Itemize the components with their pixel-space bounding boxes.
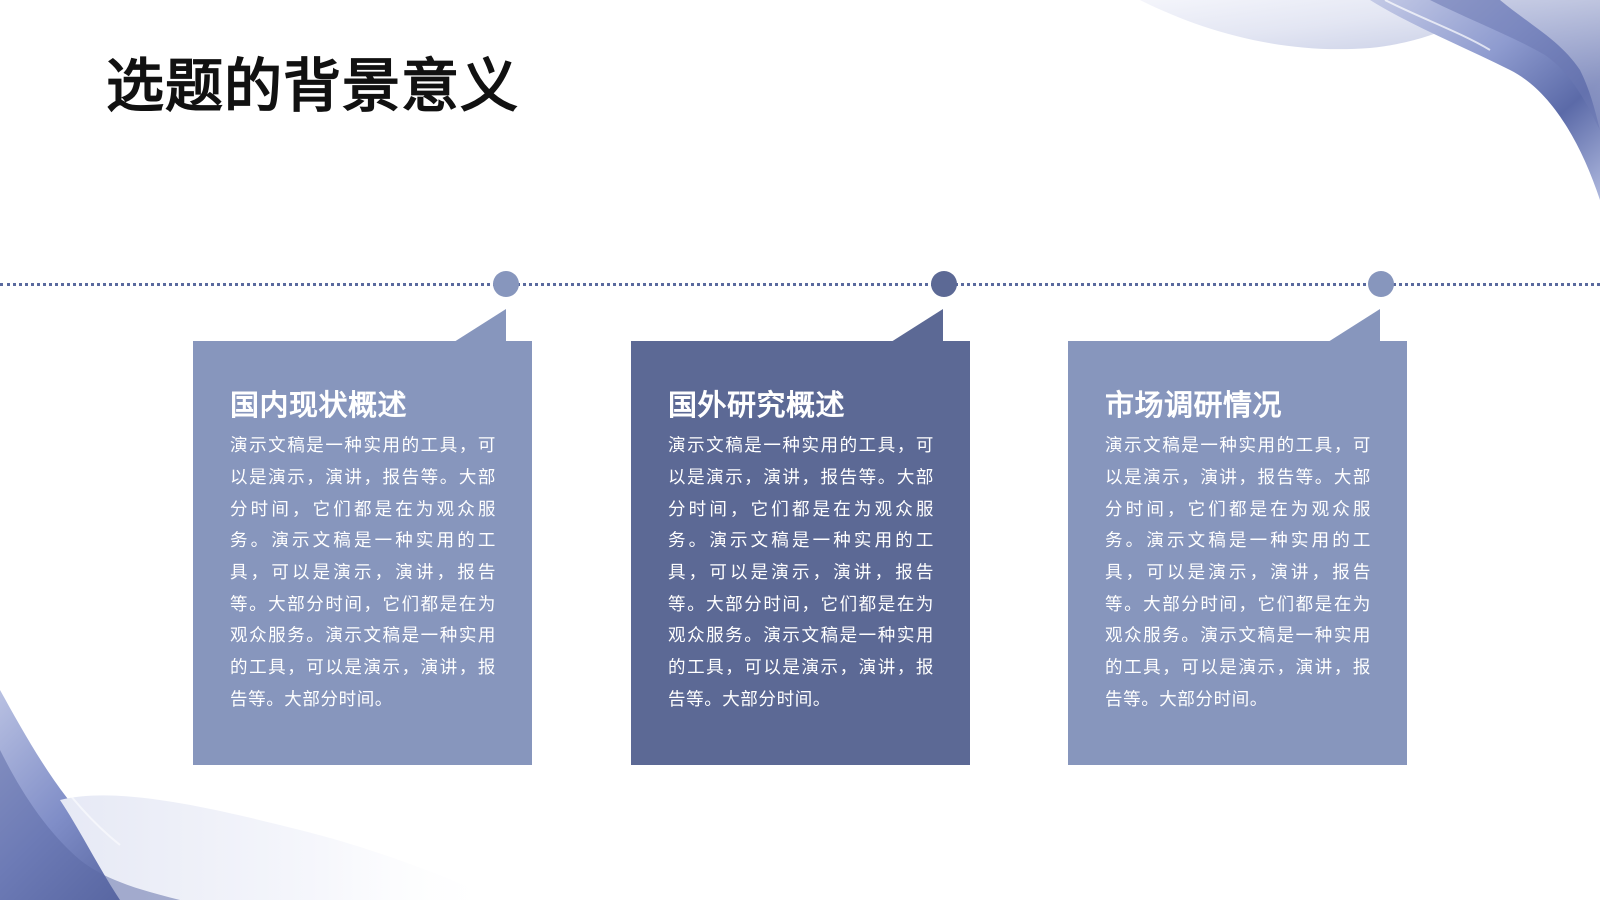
timeline-dot-1 xyxy=(493,271,519,297)
card-domestic-status: 国内现状概述 演示文稿是一种实用的工具，可以是演示，演讲，报告等。大部分时间，它… xyxy=(193,341,532,765)
card-title: 国内现状概述 xyxy=(230,388,408,422)
card-body: 演示文稿是一种实用的工具，可以是演示，演讲，报告等。大部分时间，它们都是在为观众… xyxy=(1105,436,1371,710)
silk-ribbon-top-right xyxy=(1140,0,1600,200)
card-notch-3 xyxy=(1328,309,1380,342)
card-title: 国外研究概述 xyxy=(668,388,846,422)
card-body: 演示文稿是一种实用的工具，可以是演示，演讲，报告等。大部分时间，它们都是在为观众… xyxy=(230,436,496,710)
timeline-dot-2 xyxy=(931,271,957,297)
card-market-research: 市场调研情况 演示文稿是一种实用的工具，可以是演示，演讲，报告等。大部分时间，它… xyxy=(1068,341,1407,765)
card-body: 演示文稿是一种实用的工具，可以是演示，演讲，报告等。大部分时间，它们都是在为观众… xyxy=(668,436,934,710)
timeline-line xyxy=(0,283,1600,286)
timeline-dot-3 xyxy=(1368,271,1394,297)
card-title: 市场调研情况 xyxy=(1105,388,1283,422)
page-title: 选题的背景意义 xyxy=(106,52,520,120)
card-notch-2 xyxy=(891,309,943,342)
card-foreign-research: 国外研究概述 演示文稿是一种实用的工具，可以是演示，演讲，报告等。大部分时间，它… xyxy=(631,341,970,765)
card-notch-1 xyxy=(454,309,506,342)
